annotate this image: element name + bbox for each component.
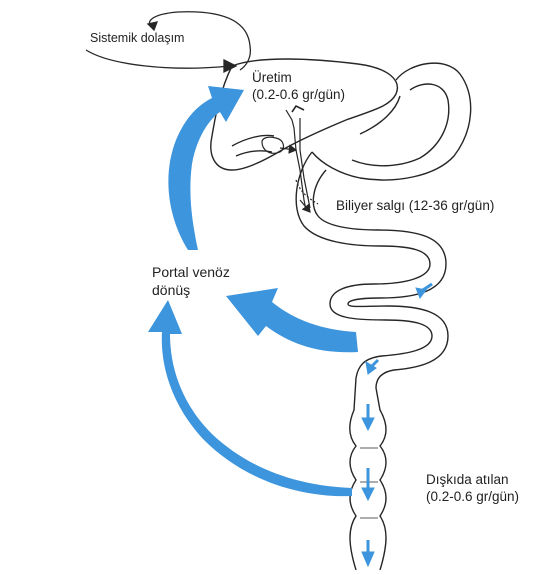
portal-venous-return-label: Portal venöz dönüş <box>152 264 230 299</box>
systemic-circulation-text: Sistemik dolaşım <box>90 31 184 45</box>
small-intestine-outline <box>296 152 448 388</box>
gallbladder-and-bile-duct <box>262 106 318 212</box>
production-label: Üretim (0.2-0.6 gr/gün) <box>252 70 345 104</box>
portal-to-liver-arrow <box>168 86 244 250</box>
intestinal-flow-arrows <box>362 284 432 566</box>
portal-line-1: Portal venöz <box>152 264 230 282</box>
biliary-secretion-label: Biliyer salgı (12-36 gr/gün) <box>336 198 494 215</box>
biliary-secretion-text: Biliyer salgı (12-36 gr/gün) <box>336 198 494 213</box>
intestine-to-portal-arrow <box>226 288 358 352</box>
portal-line-2: dönüş <box>152 282 230 300</box>
fecal-excretion-label: Dışkıda atılan (0.2-0.6 gr/gün) <box>426 472 519 506</box>
fecal-excretion-amount: (0.2-0.6 gr/gün) <box>426 489 519 506</box>
fecal-excretion-title: Dışkıda atılan <box>426 472 519 489</box>
production-amount: (0.2-0.6 gr/gün) <box>252 87 345 104</box>
systemic-circulation-label: Sistemik dolaşım <box>90 31 184 47</box>
production-title: Üretim <box>252 70 345 87</box>
